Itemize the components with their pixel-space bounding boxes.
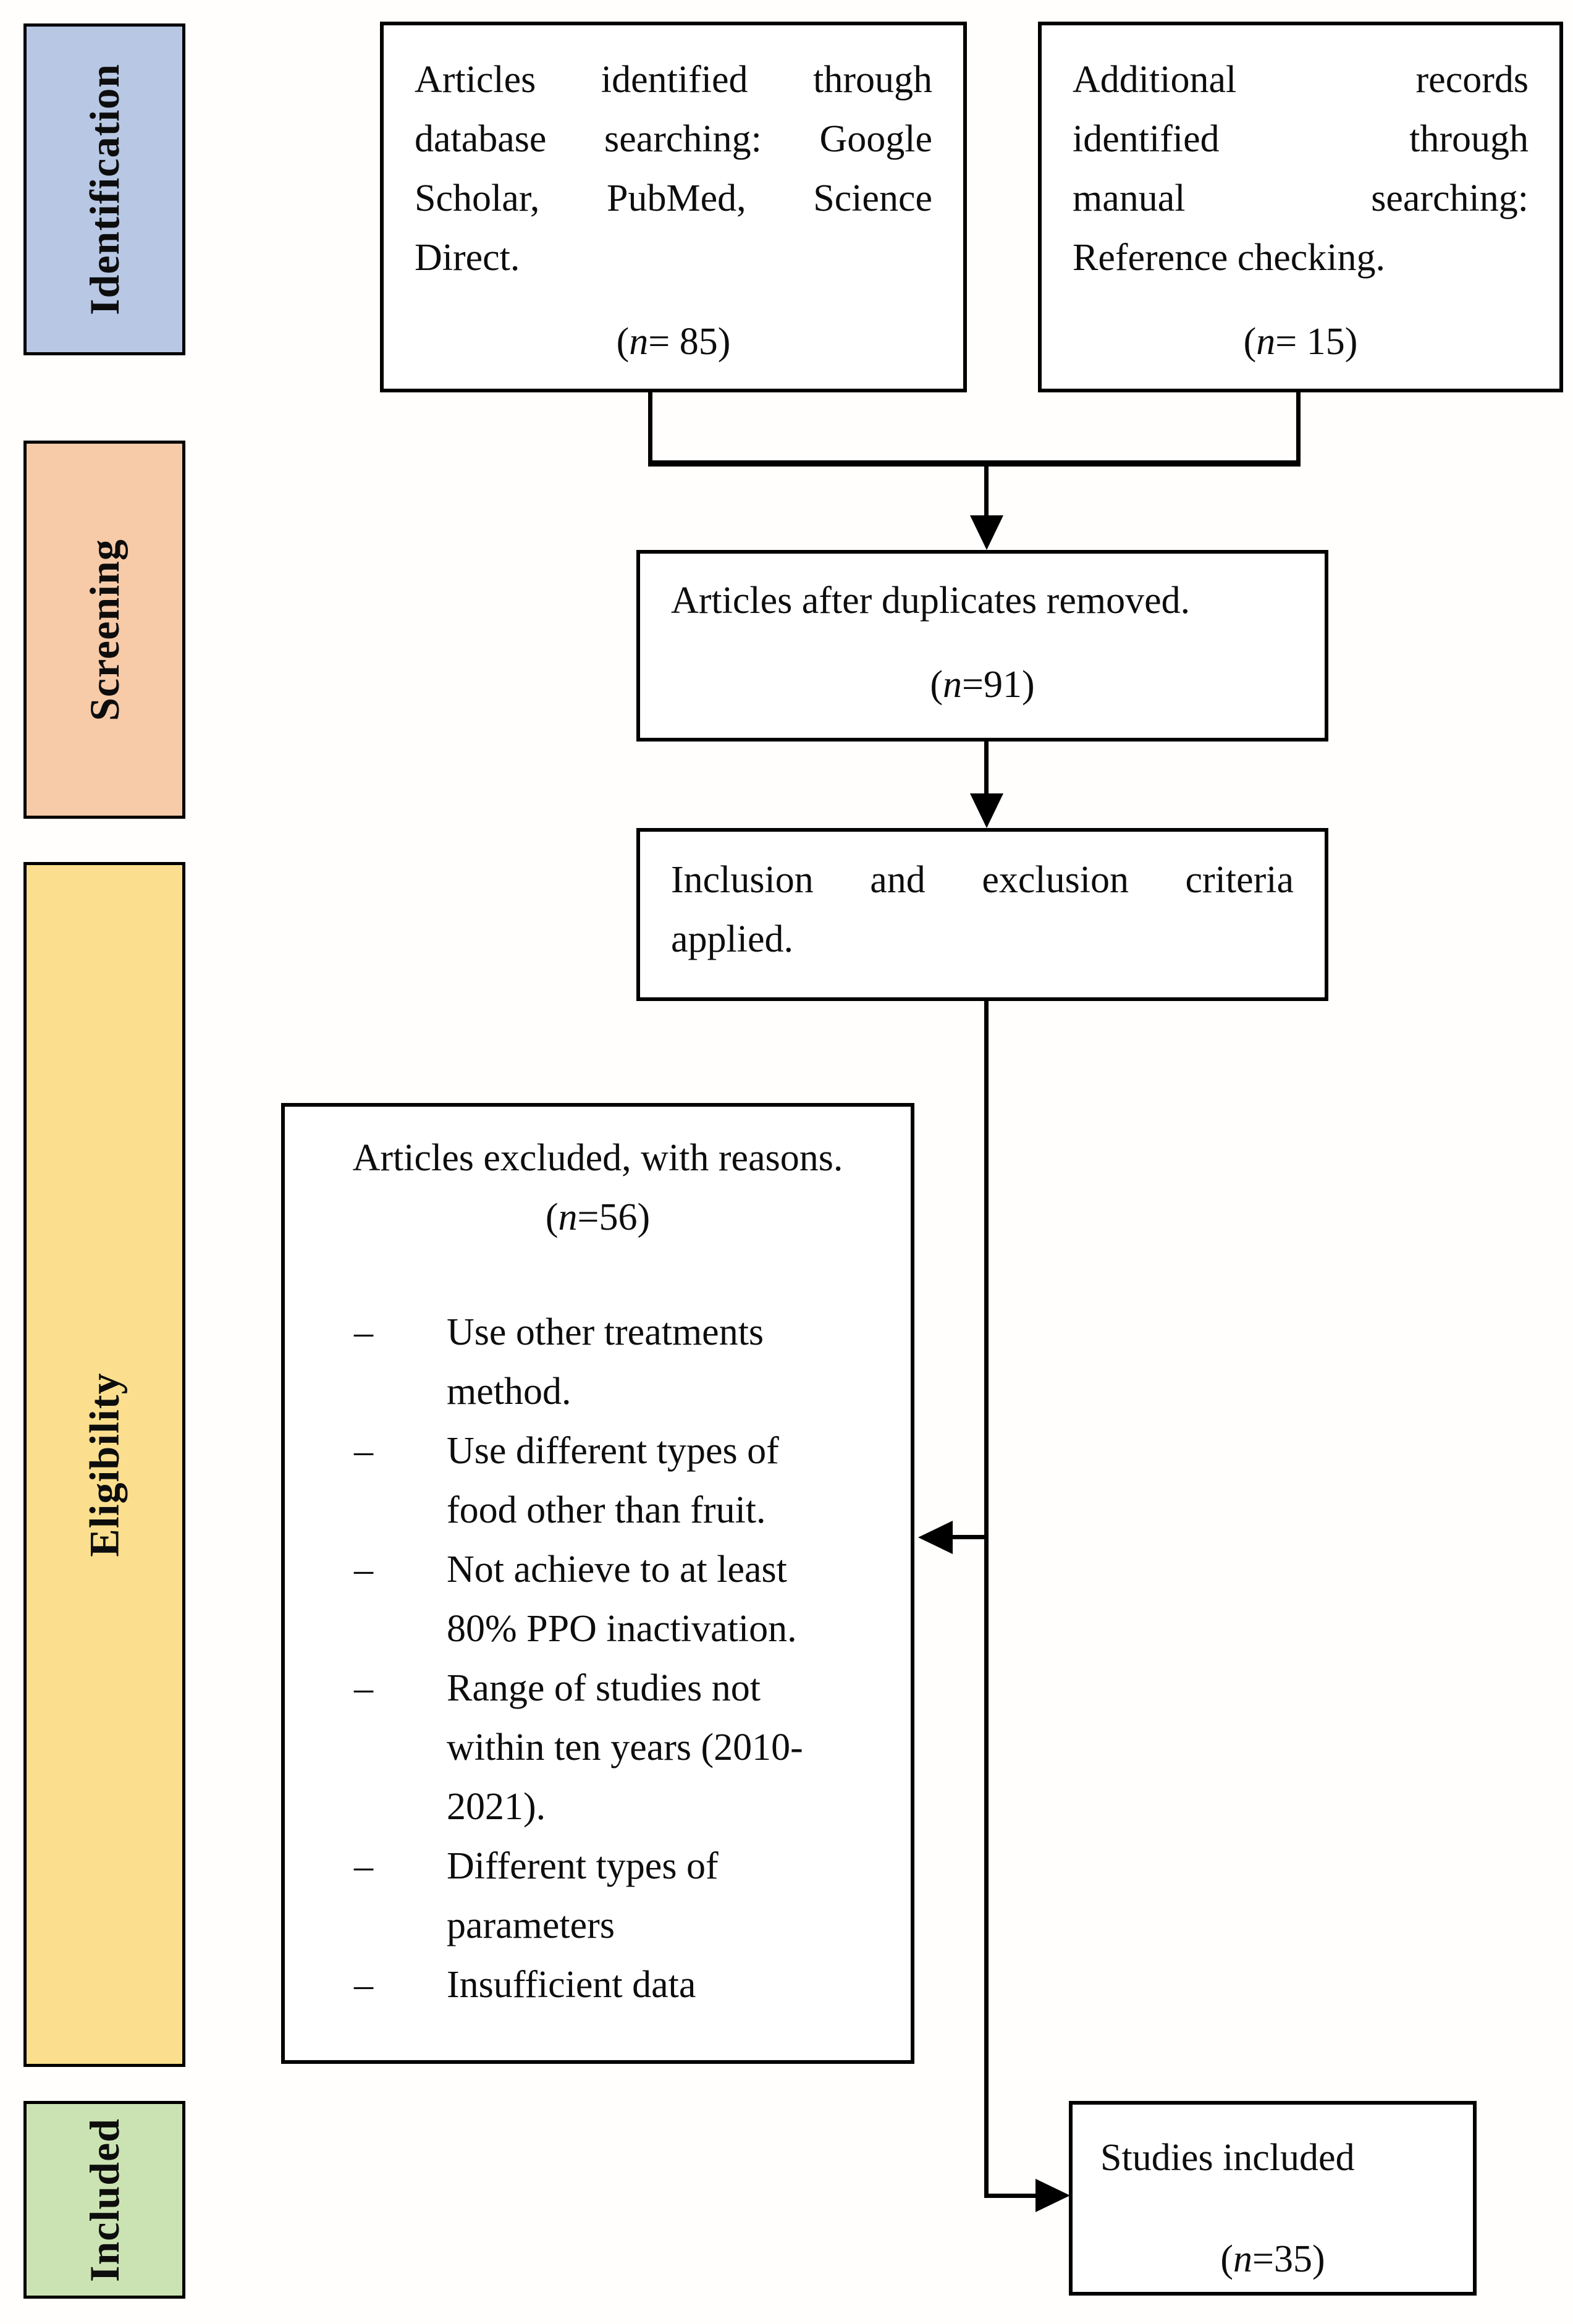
count-label: (n=91) [930,664,1035,706]
arrowhead-into-criteria [970,793,1003,828]
text-line: applied. [671,918,793,960]
box-articles-excluded-title: Articles excluded, with reasons. [352,1137,843,1179]
box-additional-records-text: Additional records identified through manu… [1073,50,1529,287]
arrowhead-into-excluded [918,1521,953,1554]
box-articles-identified-text: Articles identified through database sear… [415,50,932,287]
text-line: Inclusion and exclusion criteria [671,859,1294,901]
text-line: Reference checking. [1073,237,1386,279]
exclusion-reason-list: – Use other treatments method. – Use differ… [285,1303,911,2014]
box-studies-included: Studies included (n=35) [1069,2101,1477,2296]
stage-screening: Screening [23,441,185,819]
text-line: identified through [1073,118,1529,160]
dash-bullet: – [354,1964,373,2006]
stage-eligibility-label: Eligibility [80,1372,128,1557]
box-criteria-applied: Inclusion and exclusion criteria applied. [636,828,1328,1001]
box-articles-identified: Articles identified through database sear… [380,22,967,392]
count-label: (n= 15) [1243,321,1358,363]
dash-bullet: – [354,1311,373,1353]
stage-included: Included [23,2101,185,2299]
reason-item: – Not achieve to at least 80% PPO inactiv… [285,1540,911,1658]
reason-text: Not achieve to at least 80% PPO inactiva… [447,1549,797,1650]
reason-item: – Range of studies not within ten years (… [285,1658,911,1836]
reason-item: – Use different types of food other than … [285,1421,911,1540]
stage-screening-label: Screening [80,538,128,721]
dash-bullet: – [354,1549,373,1591]
stage-eligibility: Eligibility [23,862,185,2067]
text-line: Articles after duplicates removed. [671,580,1191,622]
connector-to-duplicates [984,460,989,517]
reason-text: Insufficient data [447,1964,696,2006]
reason-item: – Insufficient data [285,1955,911,2014]
connector-to-excluded [950,1535,989,1539]
connector-identified-drop [648,392,652,465]
connector-merge-horizontal [648,460,1301,467]
dash-bullet: – [354,1845,373,1887]
reason-text: Range of studies not within ten years (2… [447,1667,803,1828]
box-duplicates-removed: Articles after duplicates removed. (n=91… [636,550,1328,742]
reason-item: – Use other treatments method. [285,1303,911,1421]
stage-included-label: Included [80,2118,128,2282]
dash-bullet: – [354,1430,373,1472]
box-criteria-applied-text: Inclusion and exclusion criteria applied. [671,850,1294,969]
box-articles-excluded: Articles excluded, with reasons. (n=56) … [281,1103,914,2064]
count-label: (n=56) [545,1196,651,1238]
arrowhead-into-included [1035,2179,1070,2212]
reason-text: Use different types of food other than f… [447,1430,779,1531]
text-line: database searching: Google [415,118,932,160]
count-label: (n= 85) [616,321,731,363]
connector-to-criteria [984,742,989,795]
reason-text: Different types of parameters [447,1845,719,1946]
count-label: (n=35) [1220,2238,1325,2280]
text-line: manual searching: [1073,177,1529,219]
dash-bullet: – [354,1667,373,1709]
connector-to-included [984,2194,1038,2198]
box-duplicates-removed-text: Articles after duplicates removed. [671,571,1294,630]
text-line: Direct. [415,237,520,279]
connector-additional-drop [1296,392,1301,465]
stage-identification-label: Identification [80,64,128,315]
box-studies-included-text: Studies included [1100,2128,1445,2187]
text-line: Additional records [1073,59,1529,101]
connector-main-vertical [984,1001,989,2198]
box-additional-records: Additional records identified through manu… [1038,22,1563,392]
arrowhead-into-duplicates [970,515,1003,550]
reason-text: Use other treatments method. [447,1311,764,1413]
stage-identification: Identification [23,23,185,355]
reason-item: – Different types of parameters [285,1836,911,1955]
text-line: Studies included [1100,2137,1355,2179]
text-line: Scholar, PubMed, Science [415,177,932,219]
text-line: Articles identified through [415,59,932,101]
